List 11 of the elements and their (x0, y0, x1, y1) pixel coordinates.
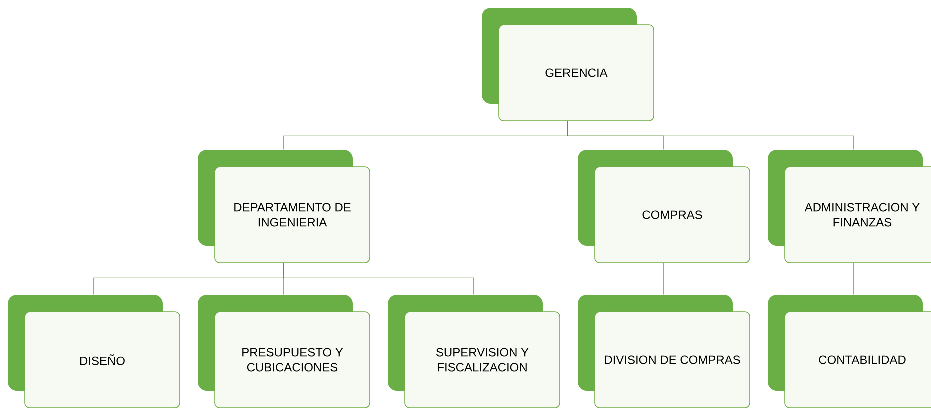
org-box: DIVISION DE COMPRAS (578, 295, 750, 408)
org-box: GERENCIA (482, 8, 654, 122)
org-box: SUPERVISION Y FISCALIZACION (388, 295, 560, 408)
connector-line (568, 120, 854, 150)
org-box: COMPRAS (578, 150, 750, 264)
connector-line (284, 262, 474, 296)
org-box: DEPARTAMENTO DE INGENIERIA (198, 150, 370, 264)
org-box: CONTABILIDAD (768, 295, 931, 408)
org-box: ADMINISTRACION Y FINANZAS (768, 150, 931, 264)
org-box: DISEÑO (8, 295, 180, 408)
org-box: PRESUPUESTO Y CUBICACIONES (198, 295, 370, 408)
